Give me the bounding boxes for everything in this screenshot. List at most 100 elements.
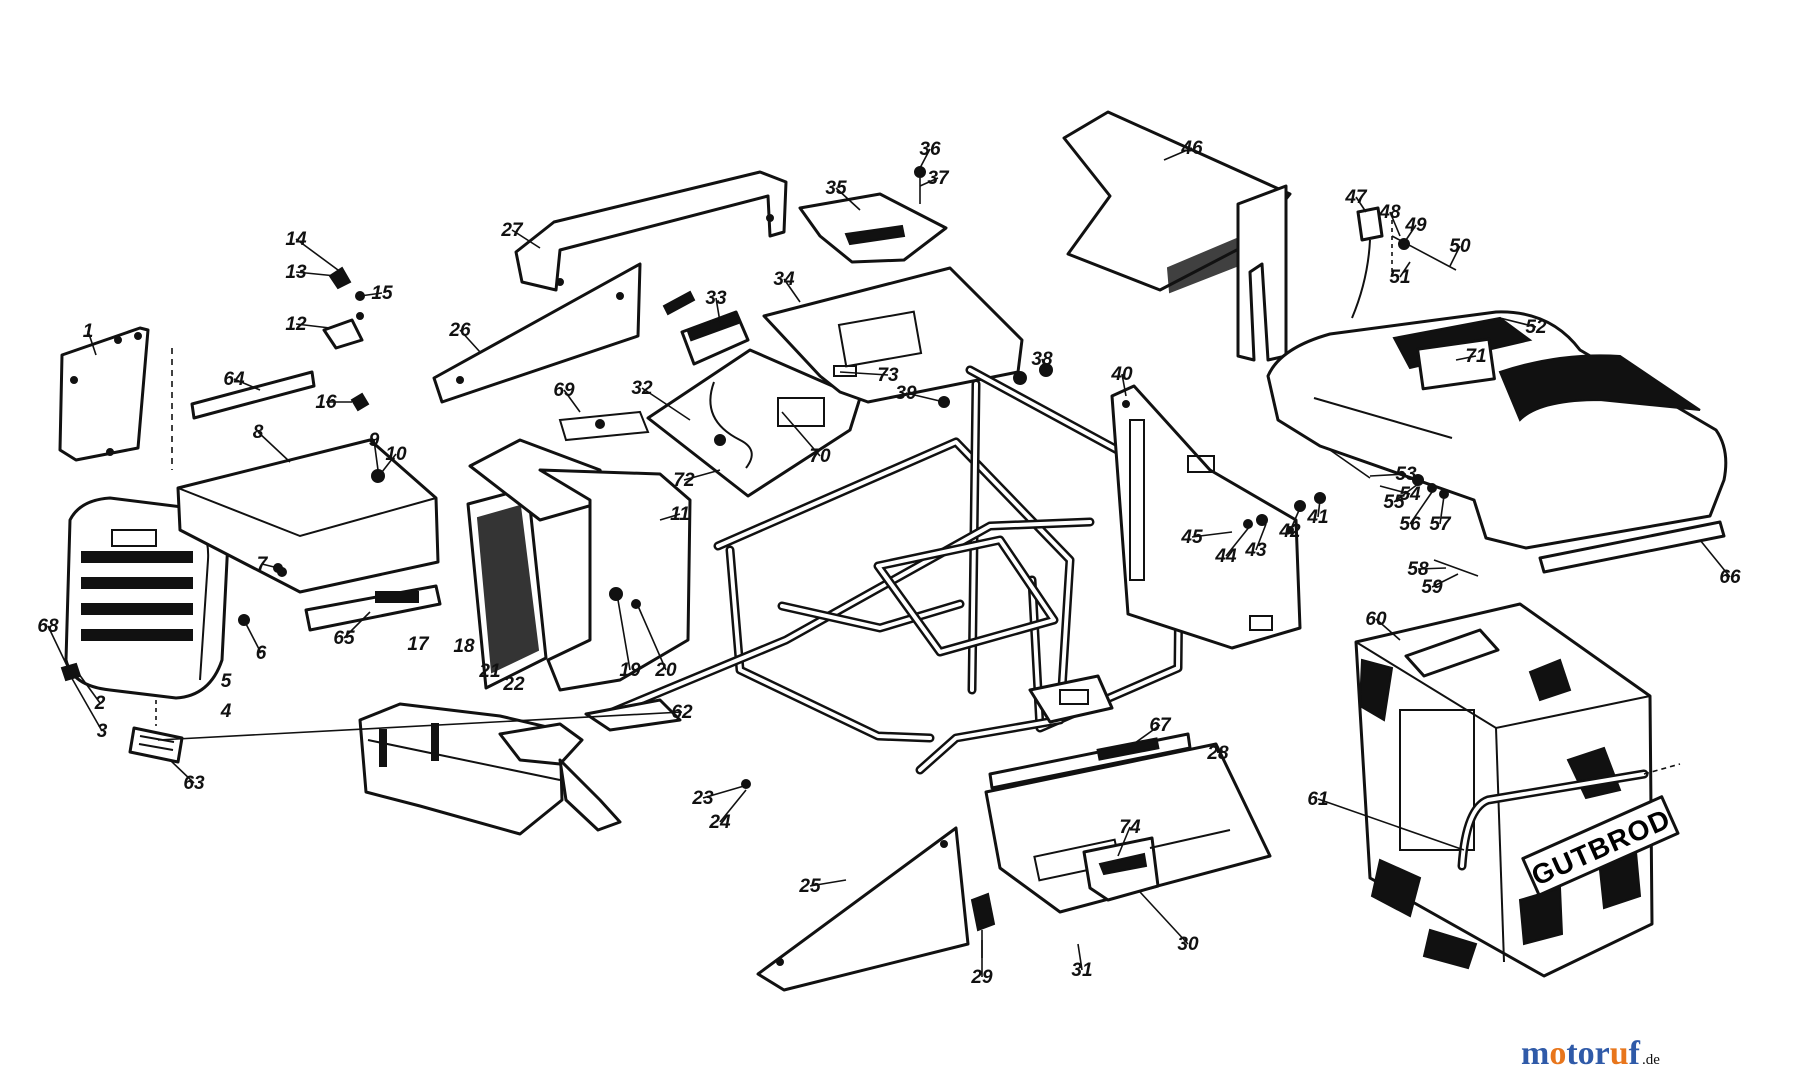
watermark-letter: o [1549,1035,1566,1072]
part-callout-18: 18 [453,636,475,657]
radiator-assembly [466,438,612,690]
callout-leader [617,599,631,671]
callout-leader [683,469,721,481]
watermark-letter: m [1521,1035,1549,1072]
part-callout-62: 62 [671,702,693,723]
strip-67 [988,732,1192,790]
callout-leader [1255,523,1267,551]
callout-leader [157,711,683,741]
part-callout-17: 17 [407,634,430,655]
part-callout-7: 7 [257,554,269,575]
part-callout-61: 61 [1307,789,1328,810]
shroud-11 [538,410,692,692]
callout-leader [1127,724,1161,749]
part-callout-57: 57 [1429,514,1452,535]
part-callout-58: 58 [1407,559,1429,580]
callout-leader [1393,483,1419,503]
callout-leader [839,371,889,376]
part-callout-25: 25 [798,876,821,897]
callout-leader [233,378,261,391]
callout-leader-lines [47,147,1731,977]
callout-leader [1417,567,1447,570]
callout-leader [1121,373,1127,397]
callout-leader [295,323,331,329]
part-callout-19: 19 [619,660,641,681]
callout-leader [295,271,337,277]
pedal-assembly [498,698,751,832]
callout-leader [1191,531,1233,538]
part-callout-3: 3 [97,721,108,742]
part-callout-63: 63 [183,773,205,794]
part-callout-40: 40 [1110,364,1133,385]
part-callout-30: 30 [1177,934,1199,955]
part-callout-41: 41 [1306,507,1328,528]
part-callout-71: 71 [1465,346,1486,367]
part-callout-29: 29 [970,967,993,988]
part-callout-73: 73 [877,365,899,386]
callout-leader [1077,943,1083,971]
part-callout-52: 52 [1525,317,1547,338]
callout-leader [359,292,383,297]
part-callout-59: 59 [1421,577,1443,598]
watermark-letter: o [1578,1035,1595,1072]
callout-leader [781,411,821,457]
callout-leader [1449,245,1461,267]
callout-leader [1409,491,1433,525]
switch-33 [662,290,750,366]
callout-leader [1699,539,1731,578]
callout-leader [69,674,103,732]
part-callout-26: 26 [448,320,471,341]
part-callout-15: 15 [371,283,393,304]
watermark-text: motoruf [1521,1035,1641,1072]
callout-leader [637,605,667,671]
callout-leader [1431,573,1459,588]
callout-leader [1375,618,1401,641]
part-callout-23: 23 [691,788,714,809]
callout-leader [1117,826,1131,857]
callout-leader [1405,224,1417,241]
callout-leader [169,759,195,784]
part-callout-4: 4 [220,701,232,722]
part-callout-14: 14 [285,229,307,250]
part-callout-49: 49 [1404,215,1427,236]
callout-leader [905,392,945,403]
callout-leader [1355,196,1367,213]
callout-leader [373,439,379,471]
rear-panel-40 [1110,384,1302,650]
strip-64 [190,370,316,420]
floor-panel-28 [984,742,1272,914]
callout-leader [641,387,691,421]
part-callout-44: 44 [1214,546,1237,567]
part-callout-37: 37 [927,168,950,189]
callout-leader [919,148,931,169]
callout-leader [295,238,339,271]
watermark-letter: t [1566,1035,1578,1072]
knob-29 [970,892,996,958]
trim-strip-66 [1538,520,1726,574]
callout-leader [1041,358,1047,373]
tray-35 [798,166,948,264]
callout-leader [1455,355,1477,361]
callout-leader [1225,525,1251,557]
watermark-logo: motoruf .de [1521,1035,1660,1072]
part-callout-36: 36 [919,139,941,160]
part-callout-48: 48 [1378,202,1401,223]
part-callout-34: 34 [773,269,795,290]
callout-leader [261,563,279,569]
part-callout-24: 24 [708,812,731,833]
part-callout-45: 45 [1180,527,1203,548]
front-grille-hood [64,496,230,700]
callout-leader [715,297,721,323]
part-callout-16: 16 [315,392,337,413]
part-callout-53: 53 [1395,464,1417,485]
bolt-48-51 [1391,220,1457,276]
part-callout-66: 66 [1719,567,1741,588]
part-callout-43: 43 [1244,540,1267,561]
part-callout-74: 74 [1119,817,1141,838]
callout-leader [459,329,481,353]
console-cover-34 [762,266,1024,404]
watermark-letter: r [1595,1035,1610,1072]
side-panel-25 [756,826,970,992]
part-callout-47: 47 [1344,187,1368,208]
